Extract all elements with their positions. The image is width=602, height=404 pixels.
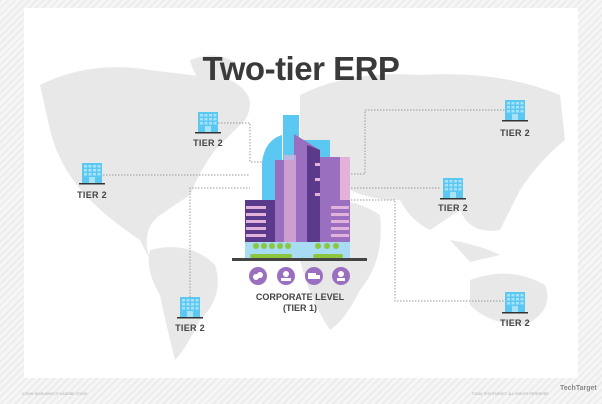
- page-title: Two-tier ERP: [202, 50, 400, 87]
- tier2-label-russia: TIER 2: [500, 128, 530, 138]
- footer-credit: ICONS: BIGSUNNYCITY/ADOBE STOCK: [22, 392, 88, 396]
- tier2-label-west: TIER 2: [77, 190, 107, 200]
- tier2-building-icon: [195, 112, 221, 134]
- corporate-line1: CORPORATE LEVEL: [255, 292, 345, 302]
- corporate-building: [232, 115, 367, 261]
- tier2-building-icon: [177, 297, 203, 319]
- tier2-label-australia: TIER 2: [500, 318, 530, 328]
- corporate-line2: (TIER 1): [282, 303, 317, 313]
- corporate-level-label: CORPORATE LEVEL (TIER 1): [240, 292, 360, 314]
- tier2-label-asia: TIER 2: [438, 203, 468, 213]
- tier2-building-icon: [79, 163, 105, 185]
- tier2-building-icon: [502, 100, 528, 122]
- techtarget-logo: TechTarget: [560, 385, 597, 392]
- tier2-building-icon: [502, 292, 528, 314]
- tier2-building-icon: [440, 178, 466, 200]
- corporate-icons: [249, 267, 350, 285]
- tier2-label-north-america: TIER 2: [193, 138, 223, 148]
- connection-lines: [103, 109, 505, 302]
- tier2-label-south-america: TIER 2: [175, 323, 205, 333]
- footer-copyright: ©2016 TECHTARGET. ALL RIGHTS RESERVED: [472, 392, 549, 396]
